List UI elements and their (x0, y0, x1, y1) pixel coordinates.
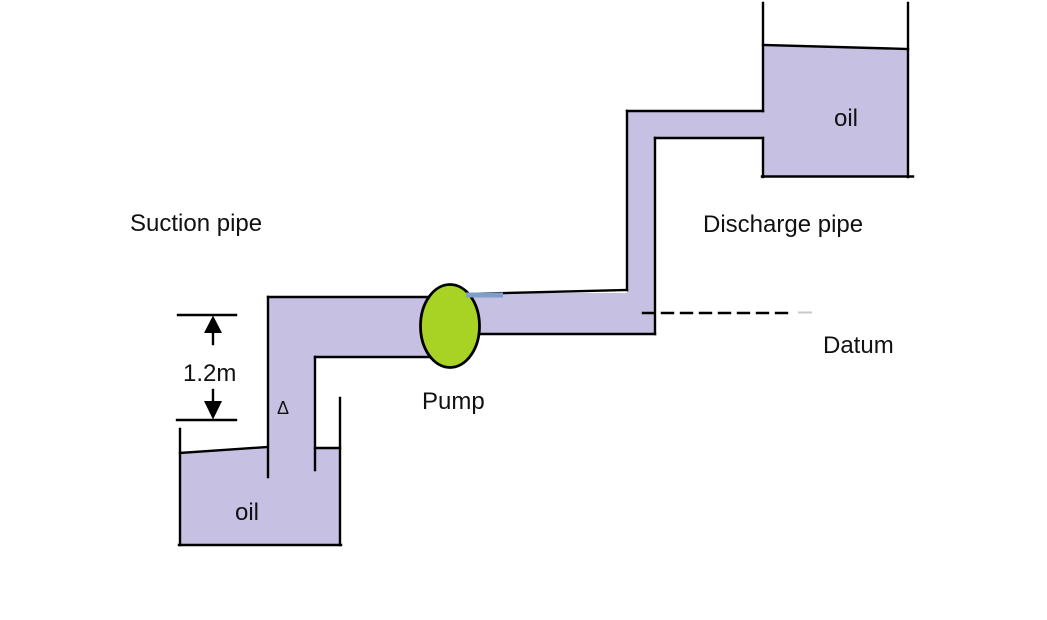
datum-line (641, 311, 812, 315)
suction-pipe-label: Suction pipe (130, 210, 262, 237)
suction-lift-dimension (175, 313, 238, 422)
fluid-fills (180, 45, 908, 544)
up-arrow-icon (204, 315, 222, 333)
outlines (177, 1, 915, 547)
pipe-level-marker: Δ (277, 398, 289, 418)
lower-tank-oil-label: oil (235, 499, 259, 526)
upper-tank-oil-label: oil (834, 105, 858, 132)
suction-lift-dimension-label: 1.2m (183, 360, 236, 387)
pump-ellipse (419, 283, 481, 369)
discharge-pipe-riser-fill (627, 111, 655, 333)
discharge-pipe-label: Discharge pipe (703, 211, 863, 238)
datum-label: Datum (823, 332, 894, 359)
lower-tank-oil-surface-left (178, 445, 269, 455)
pump-label: Pump (422, 388, 485, 415)
labels: Suction pipe Discharge pipe Datum Pump o… (130, 105, 894, 526)
discharge-pipe-upper-fill (627, 111, 763, 138)
upper-tank-oil-surface (761, 43, 910, 51)
upper-tank-oil-body (763, 45, 908, 176)
down-arrow-icon (204, 401, 222, 420)
discharge-pipe-horizontal-fill (448, 293, 655, 333)
